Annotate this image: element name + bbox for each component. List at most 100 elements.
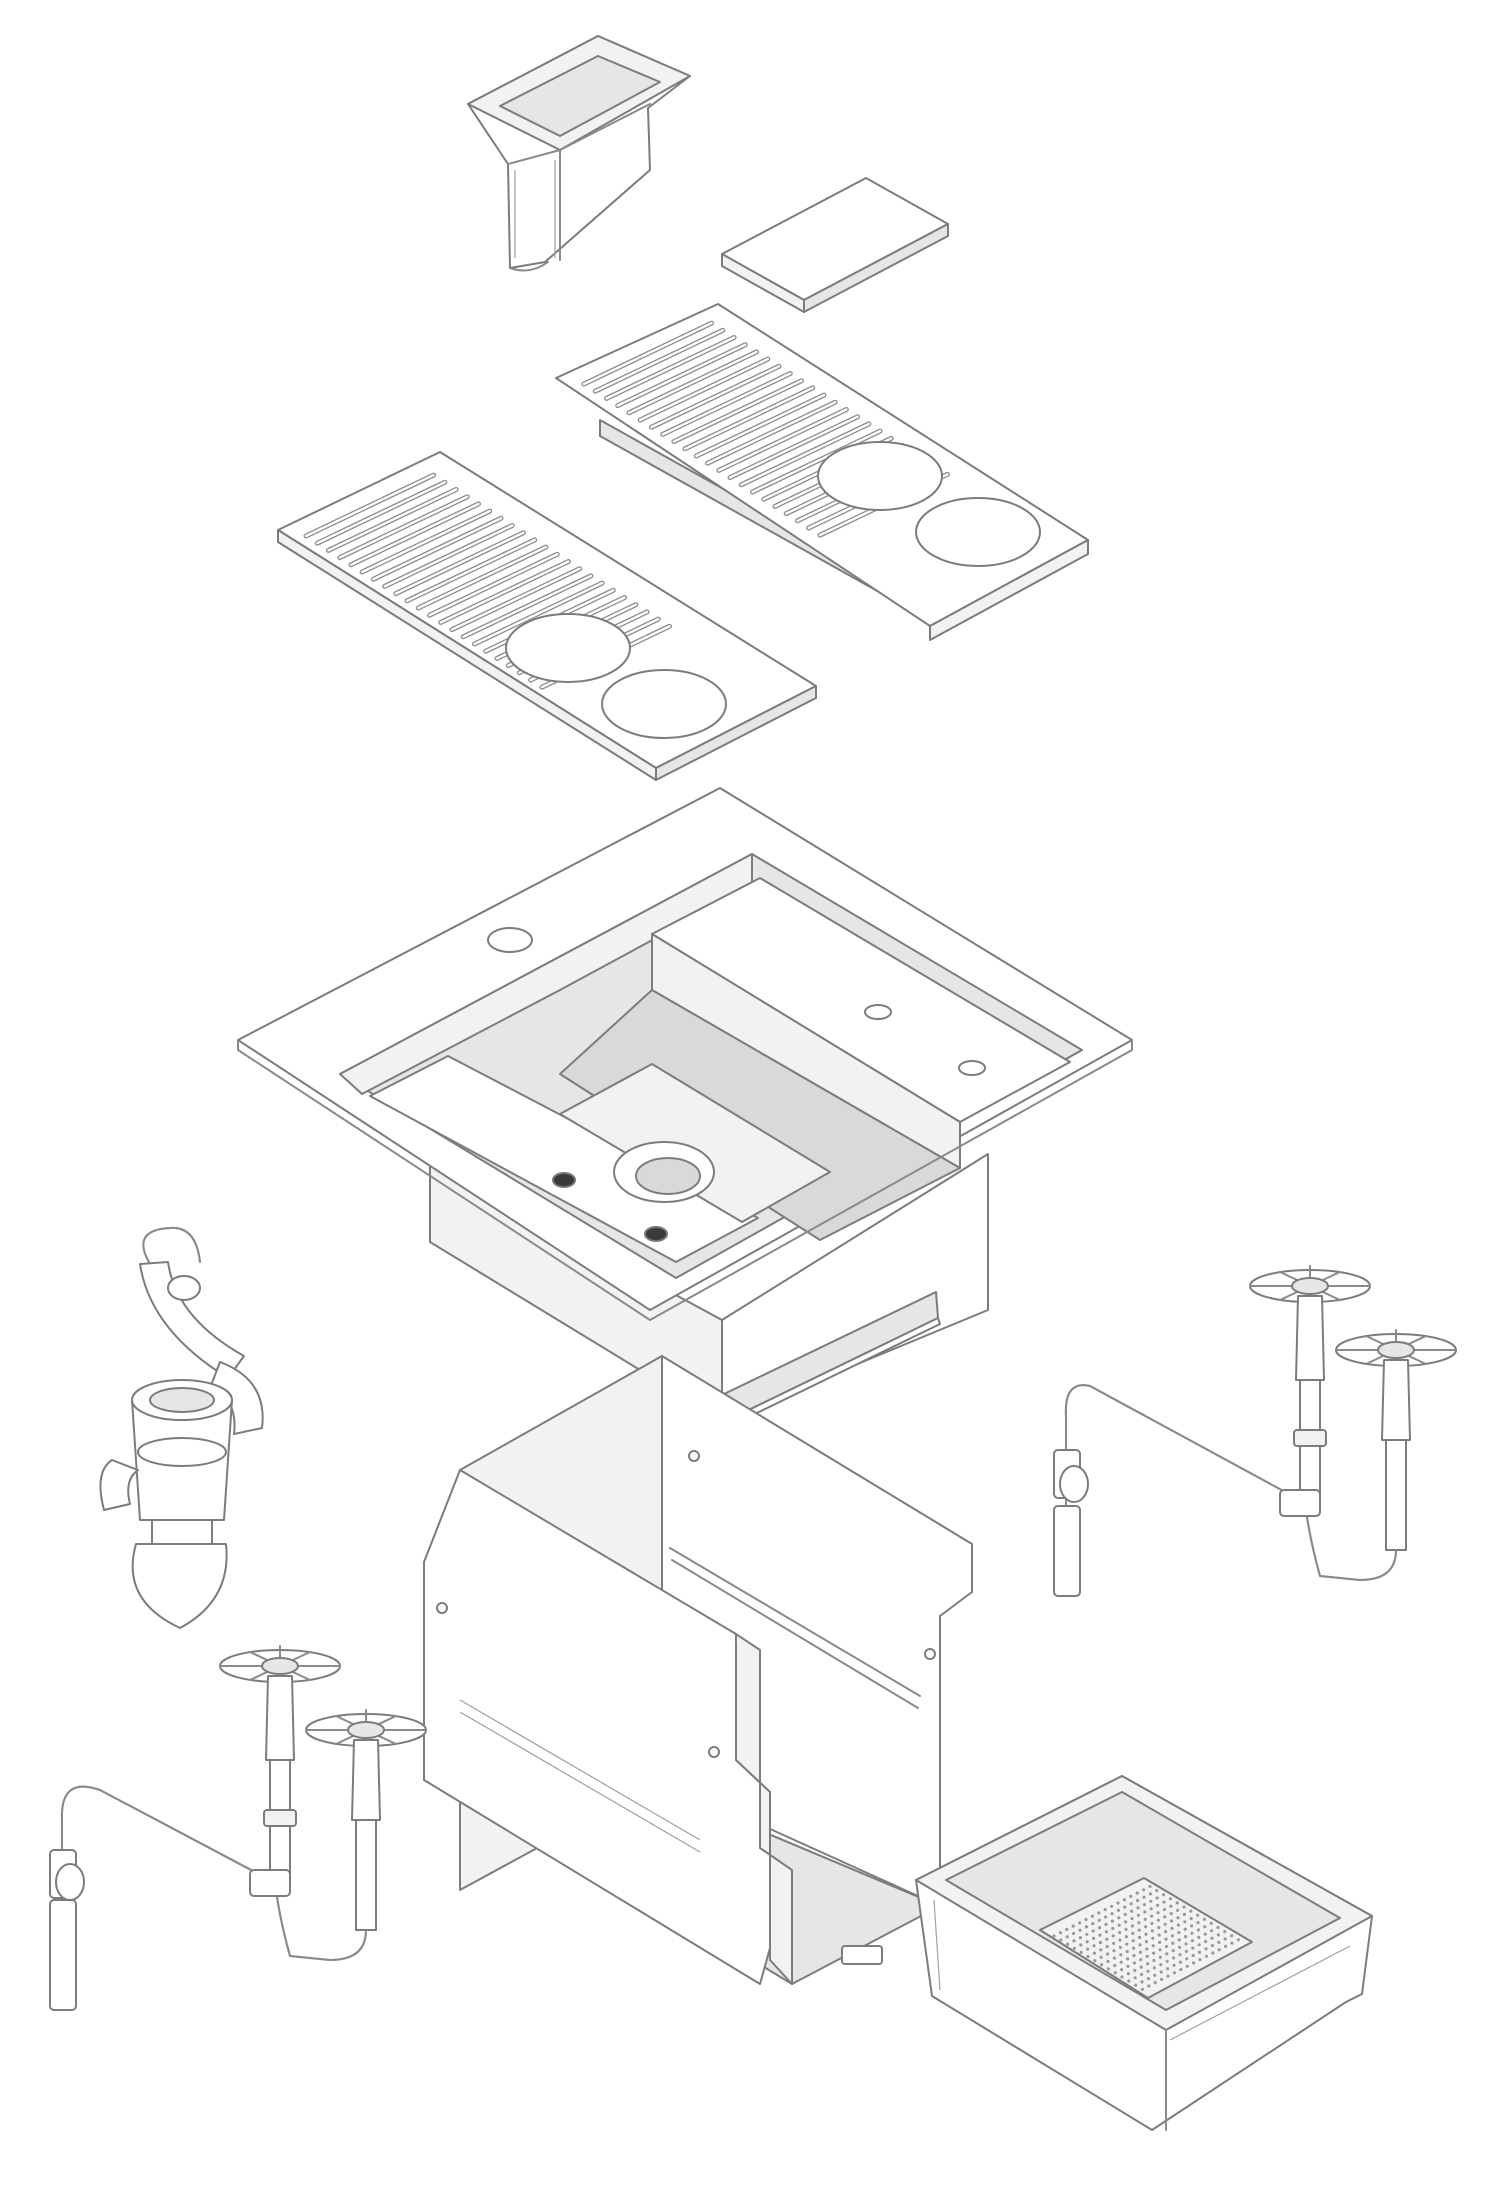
perforation-hole [1104, 1930, 1108, 1934]
perforation-hole [1182, 1905, 1186, 1909]
perforation-hole [1132, 1961, 1136, 1965]
drip-tray-slot [394, 531, 525, 595]
perforation-hole [1182, 1912, 1186, 1916]
faucet-assembly-left [49, 1645, 427, 2011]
perforation-hole [1134, 1983, 1138, 1987]
faucet-right-handle-2 [1335, 1329, 1457, 1551]
perforation-hole [1184, 1949, 1188, 1953]
perforation-hole [1191, 1946, 1195, 1950]
perforation-hole [1152, 1951, 1156, 1955]
perforation-hole [1151, 1936, 1155, 1940]
perforation-hole [1156, 1911, 1160, 1915]
perforation-hole [1117, 1916, 1121, 1920]
perforation-hole [1058, 1931, 1062, 1935]
perforation-hole [1137, 1928, 1141, 1932]
perforation-hole [1185, 1957, 1189, 1961]
perforation-hole [1084, 1925, 1088, 1929]
perforation-hole [1105, 1945, 1109, 1949]
perforation-hole [1097, 1911, 1101, 1915]
perforation-hole [1183, 1927, 1187, 1931]
perforation-hole [1148, 1892, 1152, 1896]
perforation-hole [1210, 1936, 1214, 1940]
drip-tray-upper-cup-ring-1 [817, 441, 943, 511]
perforation-hole [1198, 1950, 1202, 1954]
drip-tray-lower [277, 451, 817, 781]
perforation-hole [1099, 1955, 1103, 1959]
perforation-hole [1085, 1932, 1089, 1936]
perforation-hole [1156, 1903, 1160, 1907]
perforation-hole [1139, 1958, 1143, 1962]
perforation-hole [1165, 1952, 1169, 1956]
perforation-hole [1223, 1930, 1227, 1934]
sink-mount-hole-1 [552, 1172, 576, 1188]
perforation-hole [1204, 1939, 1208, 1944]
perforation-hole [1084, 1917, 1088, 1922]
perforation-hole [1139, 1965, 1143, 1969]
sink-shelf-hole-1 [864, 1004, 892, 1020]
perforation-hole [1204, 1947, 1208, 1951]
perforation-hole [1176, 1923, 1180, 1927]
perforation-hole [1211, 1951, 1215, 1955]
perforation-hole [1151, 1944, 1155, 1948]
perforation-hole [1169, 1904, 1173, 1908]
perforation-hole [1133, 1976, 1137, 1980]
perforation-hole [1149, 1899, 1153, 1903]
perforation-hole [1223, 1937, 1227, 1941]
perforation-hole [1123, 1912, 1127, 1917]
perforation-hole [1104, 1922, 1108, 1926]
perforation-hole [1119, 1953, 1123, 1957]
perforation-hole [1178, 1945, 1182, 1949]
perforation-hole [1092, 1936, 1096, 1940]
perforation-hole [1093, 1959, 1097, 1963]
perforation-hole [1147, 1984, 1151, 1988]
drip-tray-slot [349, 502, 480, 566]
perforation-hole [1136, 1898, 1140, 1903]
perforation-hole [1230, 1941, 1234, 1945]
perforation-hole [1120, 1968, 1124, 1972]
drip-tray-slot [383, 524, 514, 588]
perforation-hole [1146, 1977, 1150, 1981]
perforation-hole [1190, 1939, 1194, 1943]
perforation-hole [1210, 1929, 1214, 1933]
drip-tray-slot [439, 560, 570, 624]
drip-tray-slot [695, 393, 826, 458]
perforation-hole [1146, 1962, 1150, 1966]
drip-tray-slot [672, 379, 803, 443]
perforation-hole [1146, 1969, 1150, 1973]
perforation-hole [1125, 1949, 1129, 1954]
perforation-hole [1204, 1954, 1208, 1958]
perforation-hole [1091, 1922, 1095, 1926]
perforation-hole [1135, 1891, 1139, 1895]
perforation-hole [1078, 1936, 1082, 1940]
perforation-hole [1112, 1956, 1116, 1960]
perforation-hole [1143, 1910, 1147, 1914]
perforation-hole [1142, 1903, 1146, 1907]
drip-tray-slot [638, 357, 769, 422]
perforation-hole [1098, 1933, 1102, 1937]
perforation-hole [1166, 1974, 1170, 1978]
drip-tray-slot [428, 553, 559, 617]
perforation-hole [1165, 1959, 1169, 1963]
perforation-hole [1210, 1944, 1214, 1948]
perforation-hole [1112, 1949, 1116, 1953]
perforation-hole [1079, 1950, 1083, 1954]
perforation-hole [1183, 1920, 1187, 1924]
perforation-hole [1172, 1956, 1176, 1960]
perforation-hole [1184, 1935, 1188, 1939]
perforation-hole [1140, 1980, 1144, 1984]
perforation-hole [1209, 1921, 1213, 1925]
perforation-hole [1168, 1897, 1172, 1901]
perforation-hole [1163, 1915, 1167, 1919]
perforation-hole [1197, 1943, 1201, 1947]
faucet-assembly-right [1053, 1265, 1457, 1597]
perforation-hole [1130, 1924, 1134, 1928]
perforation-hole [1172, 1963, 1176, 1967]
perforation-hole [1092, 1951, 1096, 1955]
perforation-hole [1171, 1949, 1175, 1953]
perforation-hole [1086, 1954, 1090, 1959]
sink-tap-hole [487, 927, 533, 953]
drip-tray-slot [450, 567, 581, 631]
perforation-hole [1178, 1953, 1182, 1957]
perforation-hole [1162, 1907, 1166, 1912]
drip-tray-slot [417, 545, 548, 610]
